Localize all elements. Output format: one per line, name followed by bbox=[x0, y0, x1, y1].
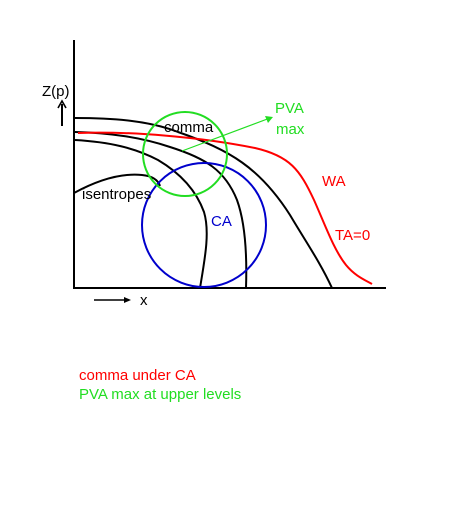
right-arrow-icon bbox=[94, 297, 131, 303]
comma-label: comma bbox=[164, 119, 214, 136]
isentrope-line bbox=[73, 173, 161, 194]
y-axis-label: Z(p) bbox=[42, 83, 70, 100]
up-arrow-icon bbox=[57, 99, 67, 126]
pva-max-label-line2: max bbox=[276, 121, 305, 138]
warm-air-label: WA bbox=[322, 173, 346, 190]
isentropes-label: isentropes bbox=[82, 186, 151, 203]
x-axis-label: x bbox=[140, 292, 148, 309]
isentrope-line bbox=[74, 117, 333, 289]
ta-zero-label: TA=0 bbox=[335, 227, 370, 244]
pva-max-label-line1: PVA bbox=[275, 100, 304, 117]
caption-pva-max: PVA max at upper levels bbox=[79, 386, 242, 403]
warm-air-boundary-line bbox=[77, 131, 373, 285]
comma-circle bbox=[142, 111, 228, 197]
cold-air-label: CA bbox=[211, 213, 232, 230]
pva-max-pointer bbox=[181, 117, 271, 152]
ca-circle bbox=[141, 162, 267, 288]
isentrope-line bbox=[74, 131, 248, 289]
arrowhead-icon bbox=[265, 116, 273, 123]
isentrope-line bbox=[74, 139, 208, 289]
caption-comma-under-ca: comma under CA bbox=[79, 367, 196, 384]
